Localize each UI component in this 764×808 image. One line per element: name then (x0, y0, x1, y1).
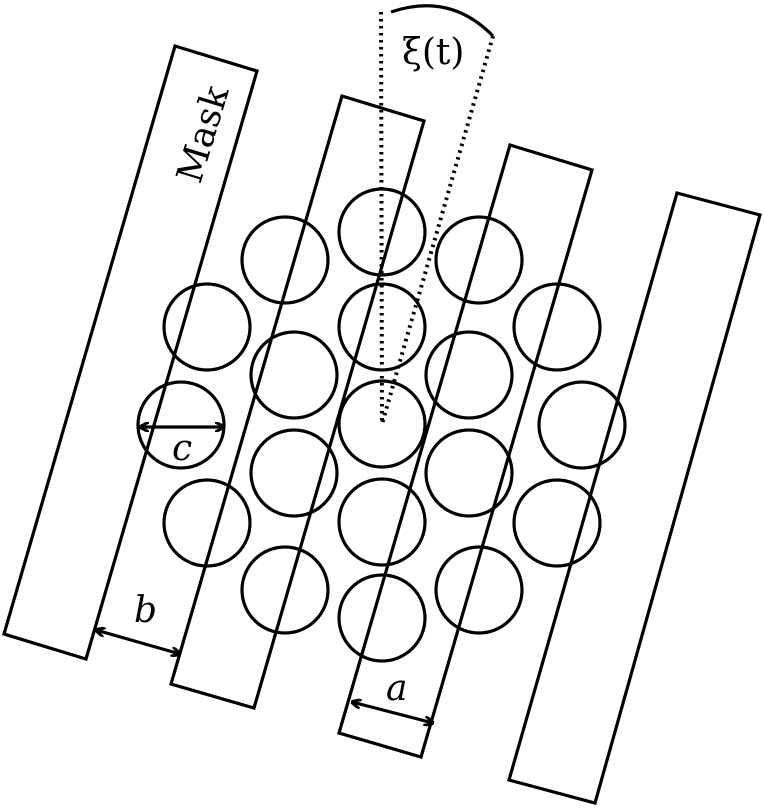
circle (162, 282, 252, 372)
mask-strip-1 (2, 43, 259, 662)
circle (434, 215, 524, 305)
mask-strips (2, 43, 762, 805)
dimension-label-a: a (386, 668, 407, 709)
dimension-label-c: c (172, 428, 192, 469)
xi-label: ξ(t) (402, 32, 464, 73)
mask-strip-3 (337, 142, 594, 759)
mask-strip-4 (507, 191, 762, 805)
circle (434, 545, 524, 635)
circle (240, 215, 330, 305)
dimension-arrow-a (352, 702, 433, 723)
circle (537, 380, 627, 470)
circle (424, 428, 514, 518)
dimension-label-b: b (134, 590, 157, 631)
circle (162, 478, 252, 568)
circle (337, 379, 427, 469)
circle (512, 282, 602, 372)
circle (512, 478, 602, 568)
circle (249, 330, 339, 420)
circle (337, 477, 427, 567)
xi-rotated-line (380, 35, 495, 425)
xi-angle-arc (390, 4, 495, 38)
circle (240, 545, 330, 635)
circle (337, 573, 427, 663)
circle-array (136, 187, 627, 663)
dimension-arrow-b (96, 630, 180, 654)
xi-reference-line (379, 11, 384, 425)
circle (249, 428, 339, 518)
circle (424, 330, 514, 420)
